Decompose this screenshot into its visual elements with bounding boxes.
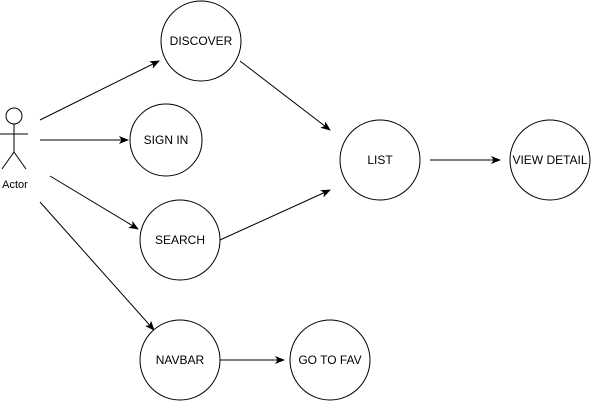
node-go-to-fav-label: GO TO FAV: [298, 353, 361, 367]
node-list: LIST: [339, 119, 421, 201]
node-view-detail-label: VIEW DETAIL: [512, 153, 587, 167]
node-list-circle: [339, 119, 421, 201]
actor-head: [5, 107, 23, 125]
node-go-to-fav-circle: [289, 319, 371, 401]
node-discover: DISCOVER: [160, 0, 242, 82]
edge-actor-to-search: [49, 175, 139, 230]
node-view-detail-circle: [509, 119, 591, 201]
node-signin-circle: [129, 103, 203, 177]
actor-label: Actor: [2, 179, 28, 191]
node-discover-circle: [160, 0, 242, 82]
node-list-label: LIST: [367, 153, 393, 167]
edge-search-to-list: [219, 189, 331, 241]
node-search: SEARCH: [139, 199, 221, 281]
node-signin: SIGN IN: [129, 103, 203, 177]
actor-left-leg: [1, 151, 15, 170]
node-discover-label: DISCOVER: [170, 34, 233, 48]
actor: Actor: [0, 107, 28, 191]
edge-actor-to-navbar: [39, 201, 155, 331]
node-search-circle: [139, 199, 221, 281]
node-signin-label: SIGN IN: [144, 133, 189, 147]
edge-actor-to-discover: [39, 60, 160, 121]
node-navbar-label: NAVBAR: [156, 353, 205, 367]
edge-discover-to-list: [239, 60, 331, 131]
actor-right-leg: [13, 151, 27, 170]
edges: [39, 60, 501, 364]
node-search-label: SEARCH: [155, 233, 205, 247]
node-navbar: NAVBAR: [139, 319, 221, 401]
node-view-detail: VIEW DETAIL: [509, 119, 591, 201]
node-go-to-fav: GO TO FAV: [289, 319, 371, 401]
node-navbar-circle: [139, 319, 221, 401]
